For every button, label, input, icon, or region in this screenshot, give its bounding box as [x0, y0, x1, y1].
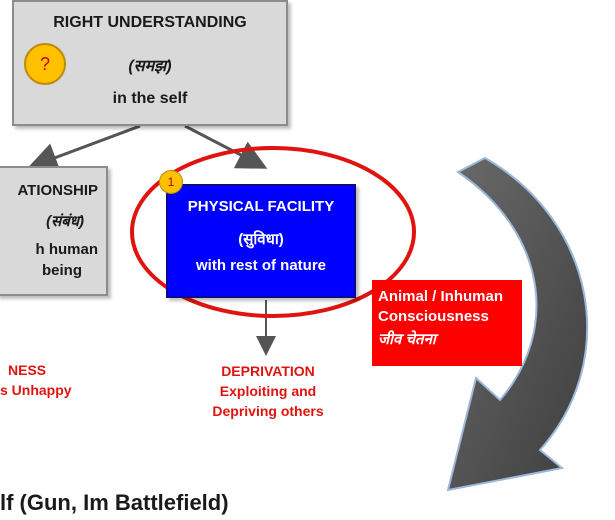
animal-consciousness-line1: Animal / Inhuman [378, 288, 504, 305]
animal-consciousness-box: Animal / Inhuman Consciousness जीव चेतना [372, 280, 522, 366]
physical-facility-subtitle: with rest of nature [195, 257, 326, 274]
left-outcome-line2: s Unhappy [0, 382, 72, 398]
curved-arrow-icon [446, 156, 589, 492]
relationship-hindi: (संबंध) [46, 213, 84, 230]
connector-to-relationship [27, 124, 141, 172]
animal-consciousness-line2: Consciousness [378, 308, 489, 325]
animal-consciousness-hindi: जीव चेतना [378, 331, 436, 348]
left-outcome-line1: NESS [8, 362, 47, 378]
number-badge-label: 1 [167, 175, 175, 189]
right-understanding-title: RIGHT UNDERSTANDING [53, 14, 247, 31]
deprivation-line2: Exploiting and [219, 383, 317, 399]
relationship-title: ATIONSHIP [17, 182, 98, 199]
bottom-caption-text: lf (Gun, Im Battlefield) [0, 490, 229, 515]
physical-facility-hindi: (सुविधा) [238, 231, 284, 248]
deprivation-block: DEPRIVATION Exploiting and Depriving oth… [196, 363, 340, 419]
question-badge: ? [24, 43, 66, 85]
relationship-line4: being [42, 262, 82, 279]
right-understanding-subtitle: in the self [112, 90, 188, 107]
question-badge-label: ? [39, 54, 50, 74]
deprivation-line3: Depriving others [212, 403, 324, 419]
left-outcome: NESS s Unhappy [0, 362, 110, 398]
physical-facility-title: PHYSICAL FACILITY [187, 198, 335, 215]
connector-to-physical-facility [184, 124, 268, 169]
physical-facility-box: PHYSICAL FACILITY (सुविधा) with rest of … [166, 184, 356, 298]
highlight-ellipse [130, 146, 416, 318]
relationship-line3: h human [35, 241, 99, 258]
number-badge: 1 [159, 170, 183, 194]
bottom-caption: lf (Gun, Im Battlefield) [0, 490, 229, 516]
relationship-box: ATIONSHIP (संबंध) h human being [0, 166, 108, 296]
right-understanding-hindi: (समझ) [128, 58, 172, 75]
right-understanding-box: RIGHT UNDERSTANDING (समझ) in the self [12, 0, 288, 126]
deprivation-title: DEPRIVATION [221, 363, 315, 379]
